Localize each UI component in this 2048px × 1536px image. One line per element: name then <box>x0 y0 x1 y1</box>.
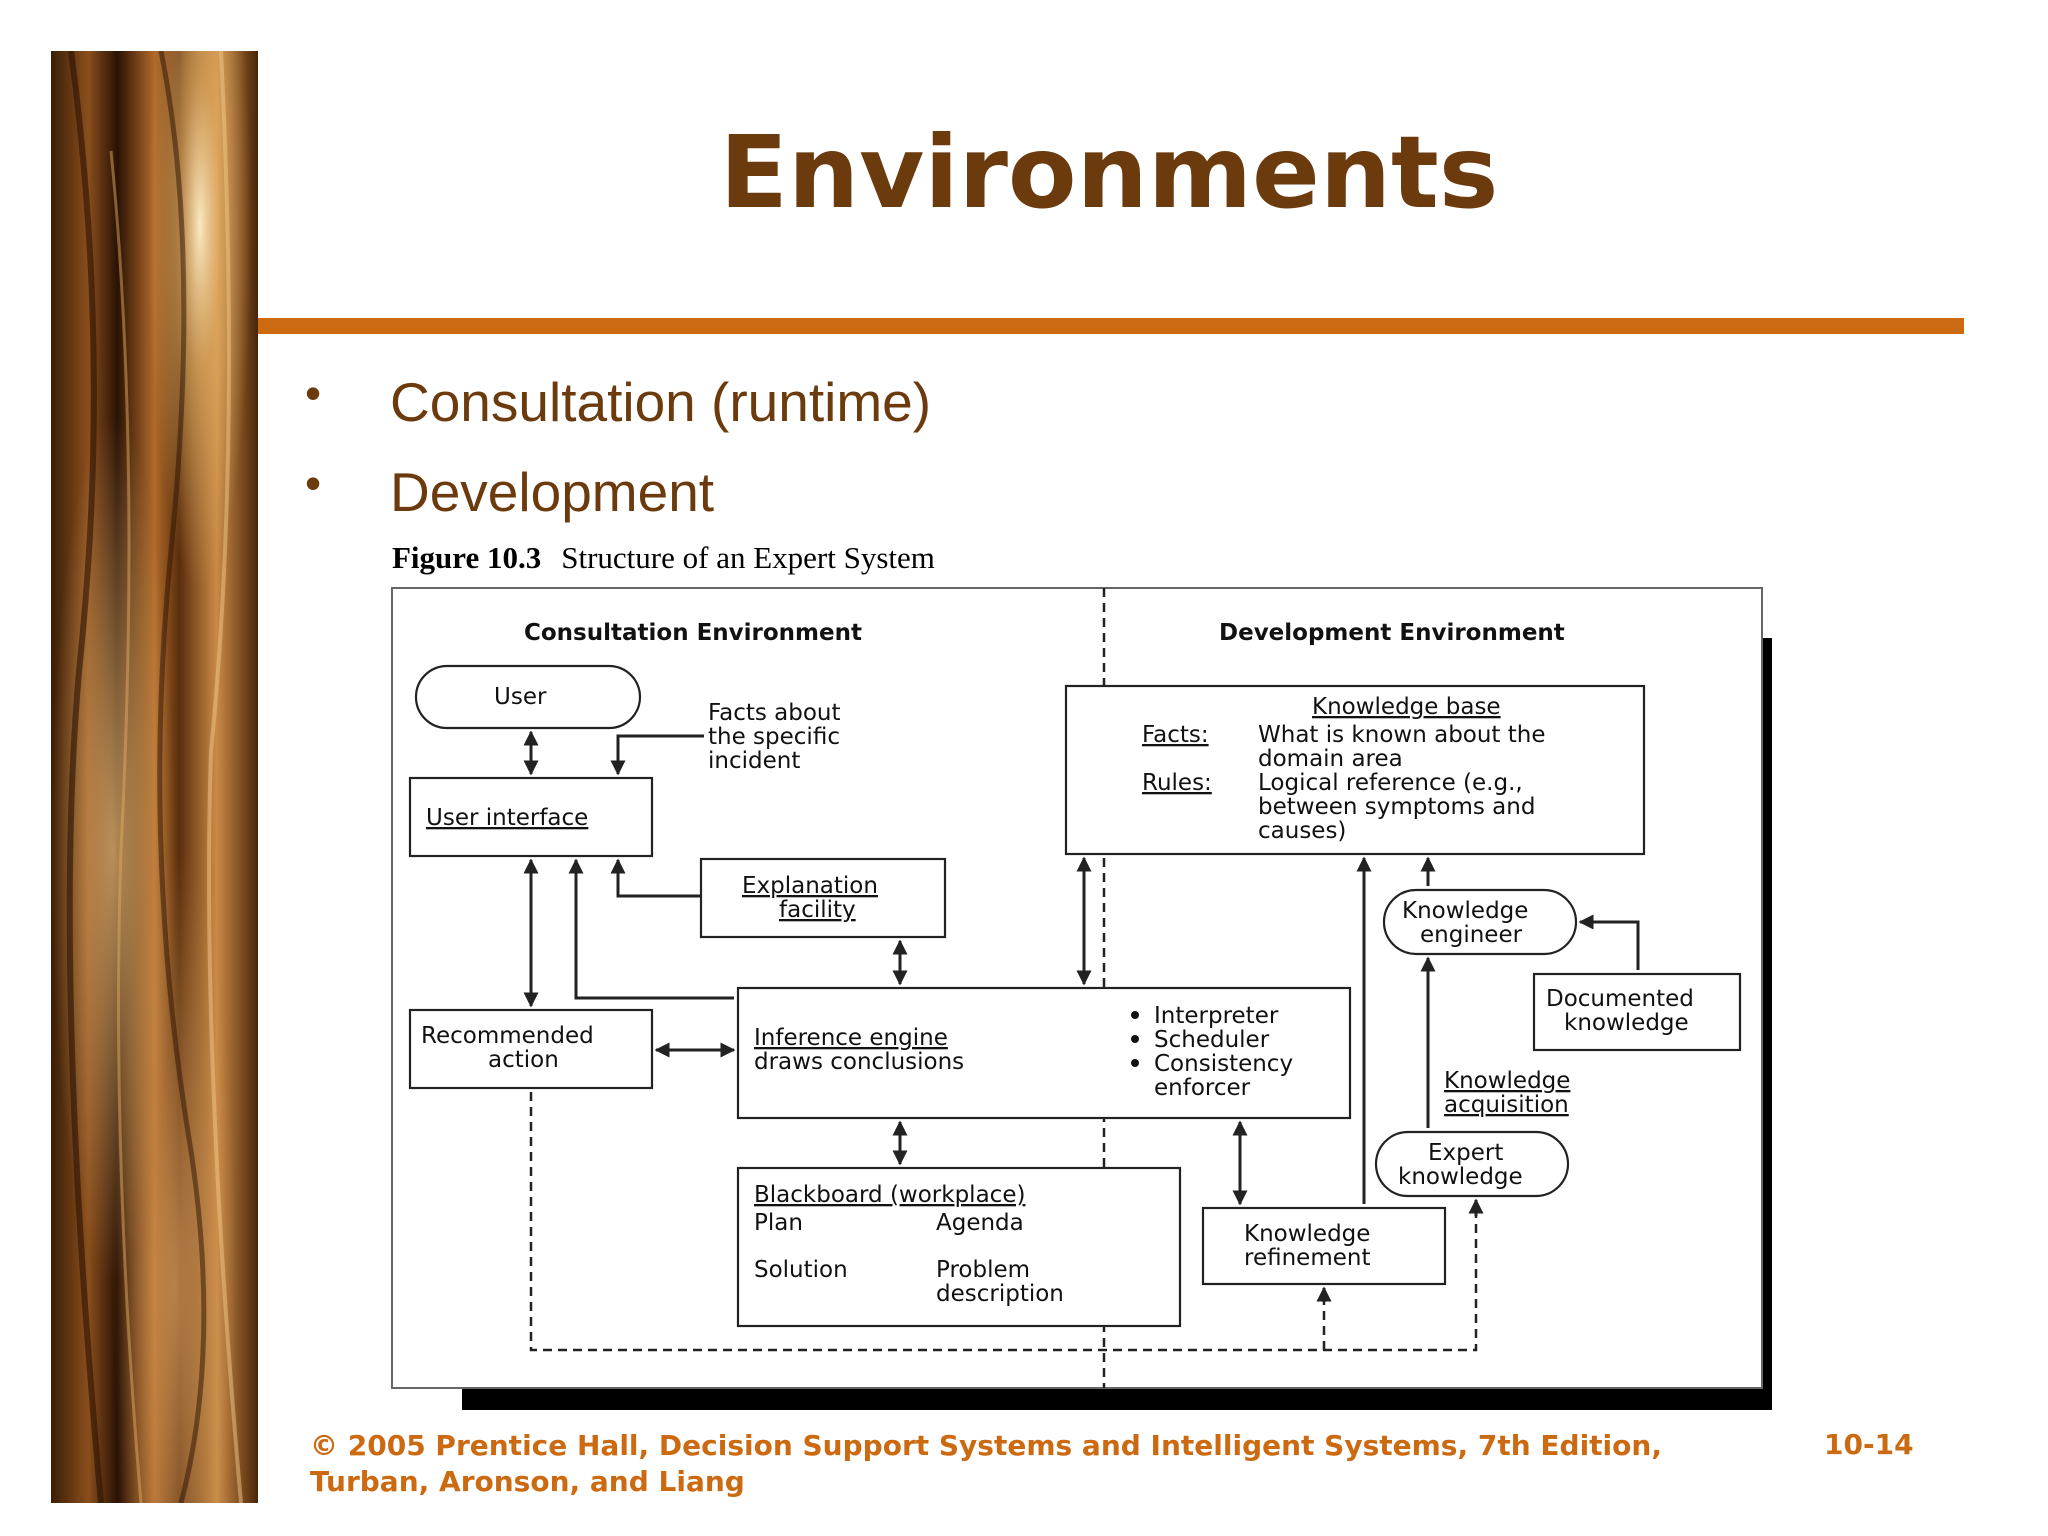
rules-text-line-1: Logical reference (e.g., <box>1258 770 1523 796</box>
footer-line-2: Turban, Aronson, and Liang <box>310 1465 745 1498</box>
knowledge-refinement-box <box>1201 1206 1447 1286</box>
arrow-documented-engineer <box>1578 914 1640 970</box>
explanation-facility-box <box>699 857 947 939</box>
arrow-engine-ui <box>568 858 734 1000</box>
development-environment-header: Development Environment <box>1219 620 1565 646</box>
explanation-facility-line-2: facility <box>779 897 856 923</box>
engine-part-enforcer: enforcer <box>1154 1075 1251 1101</box>
facts-about-line-3: incident <box>708 748 800 774</box>
documented-knowledge-box <box>1532 972 1742 1052</box>
user-interface-box <box>408 776 654 858</box>
arrow-facts-ui <box>610 734 704 776</box>
blackboard-title: Blackboard (workplace) <box>754 1182 1025 1208</box>
knowledge-acquisition-line-2: acquisition <box>1444 1092 1569 1118</box>
bullet-icon <box>1131 1035 1139 1043</box>
bullet-icon: • <box>305 367 322 419</box>
user-label: User <box>494 684 547 710</box>
recommended-action-box <box>408 1008 654 1090</box>
figure-number: Figure 10.3 <box>392 540 542 575</box>
engine-part-scheduler: Scheduler <box>1154 1027 1270 1053</box>
expert-knowledge-node <box>1374 1130 1570 1198</box>
draws-conclusions-label: draws conclusions <box>754 1049 964 1075</box>
expert-system-diagram: Consultation Environment Development Env… <box>391 587 1772 1410</box>
knowledge-base-title: Knowledge base <box>1312 694 1501 720</box>
rules-label: Rules: <box>1142 770 1212 796</box>
recommended-action-line-1: Recommended <box>421 1023 594 1049</box>
facts-about-line-2: the specific <box>708 724 840 750</box>
figure-caption: Figure 10.3 Structure of an Expert System <box>392 540 935 576</box>
knowledge-engineer-line-2: engineer <box>1420 922 1523 948</box>
knowledge-refinement-line-1: Knowledge <box>1244 1221 1370 1247</box>
facts-about-line-1: Facts about <box>708 700 841 726</box>
facts-label: Facts: <box>1142 722 1209 748</box>
knowledge-acquisition-line-1: Knowledge <box>1444 1068 1570 1094</box>
explanation-facility-line-1: Explanation <box>742 873 878 899</box>
inference-engine-label: Inference engine <box>754 1025 948 1051</box>
rules-text-line-2: between symptoms and <box>1258 794 1535 820</box>
bullet-text: Development <box>390 461 715 523</box>
facts-text-line-2: domain area <box>1258 746 1403 772</box>
blackboard-solution: Solution <box>754 1257 848 1283</box>
recommended-action-line-2: action <box>488 1047 559 1073</box>
bullet-icon: • <box>305 457 322 509</box>
blackboard-description: description <box>936 1281 1064 1307</box>
blackboard-agenda: Agenda <box>936 1210 1024 1236</box>
bullet-text: Consultation (runtime) <box>390 371 932 433</box>
knowledge-engineer-line-1: Knowledge <box>1402 898 1528 924</box>
engine-part-consistency: Consistency <box>1154 1051 1293 1077</box>
bullet-icon <box>1131 1059 1139 1067</box>
blackboard-plan: Plan <box>754 1210 803 1236</box>
wood-texture-panel <box>51 51 258 1503</box>
expert-knowledge-line-1: Expert <box>1428 1140 1503 1166</box>
documented-knowledge-line-1: Documented <box>1546 986 1694 1012</box>
dashed-feedback-loop <box>529 1092 1478 1352</box>
knowledge-base-box <box>1064 684 1646 856</box>
footer-copyright: © 2005 Prentice Hall, Decision Support S… <box>310 1428 1662 1500</box>
footer-line-1: © 2005 Prentice Hall, Decision Support S… <box>310 1429 1662 1462</box>
documented-knowledge-line-2: knowledge <box>1564 1010 1689 1036</box>
rules-text-line-3: causes) <box>1258 818 1346 844</box>
arrow-explanation-ui <box>610 858 701 898</box>
facts-text-line-1: What is known about the <box>1258 722 1546 748</box>
consultation-environment-header: Consultation Environment <box>524 620 862 646</box>
page-number: 10-14 <box>1824 1428 1914 1461</box>
slide-title: Environments <box>719 114 1499 231</box>
title-divider <box>258 318 1964 334</box>
knowledge-engineer-node <box>1382 888 1578 956</box>
knowledge-refinement-line-2: refinement <box>1244 1245 1370 1271</box>
bullet-icon <box>1131 1011 1139 1019</box>
engine-part-interpreter: Interpreter <box>1154 1003 1279 1029</box>
blackboard-problem: Problem <box>936 1257 1030 1283</box>
figure-title: Structure of an Expert System <box>561 540 935 575</box>
user-interface-label: User interface <box>426 805 588 831</box>
expert-knowledge-line-2: knowledge <box>1398 1164 1523 1190</box>
user-node <box>414 664 642 730</box>
blackboard-box <box>736 1166 1182 1328</box>
inference-engine-box <box>736 986 1352 1120</box>
